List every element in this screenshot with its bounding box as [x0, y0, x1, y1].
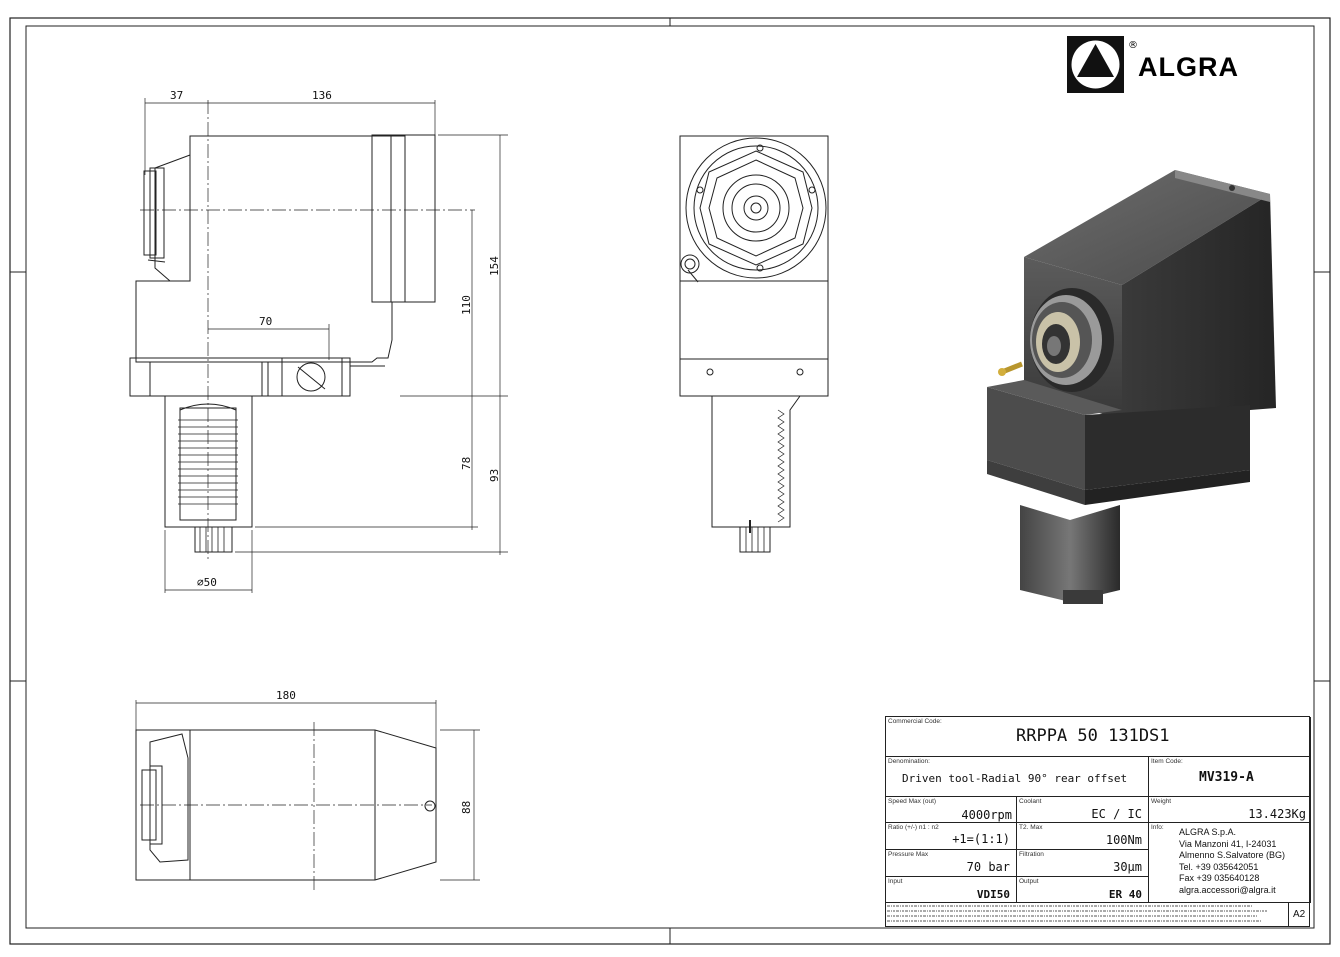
side-view	[129, 98, 508, 593]
torque-value: 100	[1105, 833, 1128, 847]
title-block: Commercial Code: RRPPA 50 131DS1 Denomin…	[885, 716, 1311, 927]
commercial-code-label: Commercial Code:	[888, 718, 942, 725]
denomination-value: Driven tool-Radial 90° rear offset	[902, 772, 1128, 785]
output-cell: Output ER 40	[1017, 877, 1149, 903]
info-label: Info:	[1151, 824, 1164, 831]
pressure-unit: bar	[988, 860, 1010, 874]
dim-88: 88	[460, 801, 473, 814]
weight-label: Weight	[1151, 798, 1172, 805]
disclaimer-fineprint	[887, 905, 1267, 922]
info-cell: Info: ALGRA S.p.A. Via Manzoni 41, I-240…	[1149, 823, 1311, 903]
filtration-cell: Filtration 30μm	[1017, 850, 1149, 877]
dim-37: 37	[170, 89, 183, 102]
disclaimer-cell	[886, 903, 1289, 927]
company-tel: Tel. +39 035642051	[1179, 861, 1259, 872]
sheet-size-cell: A2	[1289, 903, 1311, 927]
coolant-value: EC / IC	[1091, 807, 1142, 821]
commercial-code-cell: Commercial Code: RRPPA 50 131DS1	[886, 717, 1311, 757]
weight-value: 13.423Kg	[1248, 807, 1306, 821]
input-cell: Input VDI50	[886, 877, 1017, 903]
filtration-value: 30	[1113, 860, 1128, 874]
commercial-code-value: RRPPA 50 131DS1	[1016, 726, 1170, 746]
brand-name: ALGRA	[1138, 52, 1239, 82]
torque-label: T2. Max	[1019, 824, 1043, 831]
ratio-label: Ratio (+/-) n1 : n2	[888, 824, 939, 831]
company-address2: Almenno S.Salvatore (BG)	[1179, 850, 1286, 860]
dim-180: 180	[276, 689, 296, 702]
dim-diameter-50: ∅50	[197, 576, 217, 589]
company-address1: Via Manzoni 41, I-24031	[1179, 838, 1277, 849]
sheet-size: A2	[1293, 909, 1306, 920]
item-code-label: Item Code:	[1151, 758, 1183, 765]
top-view	[135, 700, 480, 890]
speed-cell: Speed Max (out) 4000rpm	[886, 797, 1017, 823]
dim-78: 78	[460, 457, 473, 470]
item-code-value: MV319-A	[1199, 770, 1254, 785]
company-fax: Fax +39 035640128	[1179, 873, 1260, 883]
dim-110: 110	[460, 295, 473, 315]
denomination-label: Denomination:	[888, 758, 930, 765]
speed-value: 4000	[961, 808, 991, 822]
weight-cell: Weight 13.423Kg	[1149, 797, 1311, 823]
dim-93: 93	[488, 469, 501, 482]
speed-label: Speed Max (out)	[888, 798, 937, 805]
pressure-cell: Pressure Max 70 bar	[886, 850, 1017, 877]
filtration-unit: μm	[1127, 860, 1142, 874]
company-name: ALGRA S.p.A.	[1179, 827, 1237, 837]
pressure-value: 70	[966, 860, 982, 874]
coolant-cell: Coolant EC / IC	[1017, 797, 1149, 823]
input-label: Input	[888, 878, 903, 885]
filtration-label: Filtration	[1019, 851, 1044, 858]
item-code-cell: Item Code: MV319-A	[1149, 757, 1311, 797]
company-info: ALGRA S.p.A. Via Manzoni 41, I-24031 Alm…	[1179, 827, 1285, 896]
denomination-cell: Denomination: Driven tool-Radial 90° rea…	[886, 757, 1149, 797]
front-view	[679, 135, 829, 553]
ratio-cell: Ratio (+/-) n1 : n2 +1=(1:1)	[886, 823, 1017, 850]
output-label: Output	[1019, 878, 1039, 885]
output-value: ER 40	[1108, 888, 1142, 901]
coolant-label: Coolant	[1019, 798, 1042, 805]
torque-cell: T2. Max 100Nm	[1017, 823, 1149, 850]
input-value: VDI50	[976, 888, 1010, 901]
registered-mark: ®	[1128, 40, 1138, 51]
torque-unit: Nm	[1127, 833, 1142, 847]
company-email: algra.accessori@algra.it	[1179, 884, 1276, 895]
isometric-view	[987, 170, 1276, 604]
pressure-label: Pressure Max	[888, 851, 929, 858]
ratio-value: +1=(1:1)	[952, 832, 1010, 846]
dim-154: 154	[488, 256, 501, 276]
algra-logo	[1067, 36, 1124, 93]
dim-70: 70	[259, 315, 272, 328]
speed-unit: rpm	[990, 808, 1012, 822]
dim-136: 136	[312, 89, 332, 102]
